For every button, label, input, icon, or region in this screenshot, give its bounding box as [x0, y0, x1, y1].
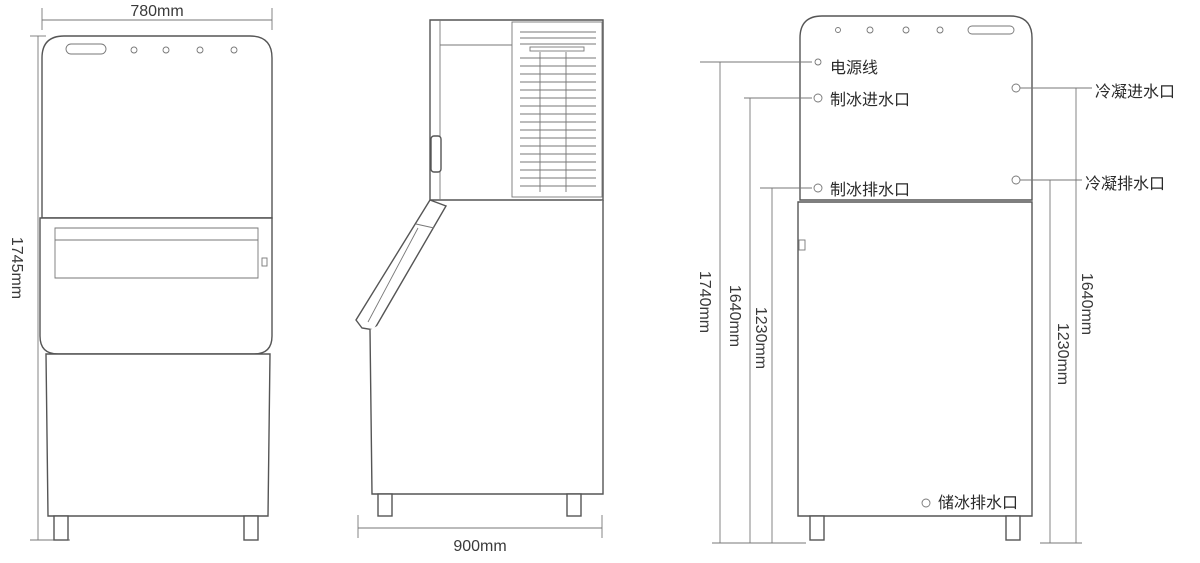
cond-water-inlet-label: 冷凝进水口 [1095, 82, 1175, 101]
ice-water-drain-label: 制冰排水口 [830, 180, 910, 199]
back-drain-height-left-dimension: 1230mm [752, 188, 773, 543]
power-cord-label: 电源线 [830, 58, 878, 77]
side-depth-dimension: 900mm [357, 515, 603, 555]
back-leg-left [809, 515, 825, 541]
back-inlet-height-left-dimension: 1640mm [726, 98, 751, 543]
front-button-4-icon[interactable] [230, 46, 238, 54]
ice-water-inlet-port-icon [813, 93, 823, 103]
side-handle[interactable] [430, 135, 442, 173]
side-depth-label: 900mm [453, 538, 506, 555]
back-inlet-height-left-label: 1640mm [726, 285, 743, 347]
door-latch-icon [261, 257, 268, 267]
back-total-height-dimension: 1740mm [696, 62, 806, 544]
front-view: 780mm 1745mm [8, 3, 273, 541]
front-control-panel [65, 43, 107, 55]
front-width-label: 780mm [130, 3, 183, 20]
power-cord-port-icon [814, 58, 822, 66]
back-drain-height-left-label: 1230mm [752, 307, 769, 369]
front-door[interactable] [39, 217, 273, 355]
front-button-3-icon[interactable] [196, 46, 204, 54]
front-width-dimension: 780mm [41, 3, 273, 30]
ice-water-drain-port-icon [813, 183, 823, 193]
front-button-1-icon[interactable] [130, 46, 138, 54]
front-leg-left [53, 515, 69, 541]
front-storage-bin [45, 353, 271, 517]
storage-drain-port-icon [921, 498, 931, 508]
side-open-door[interactable] [355, 199, 448, 331]
front-height-dimension: 1745mm [8, 35, 70, 541]
front-leg-right [243, 515, 259, 541]
side-leg-left [377, 493, 393, 517]
back-leg-right [1005, 515, 1021, 541]
back-drain-height-right-dimension: 1230mm [1049, 180, 1071, 543]
front-height-label: 1745mm [8, 237, 25, 299]
cond-water-drain-label: 冷凝排水口 [1085, 174, 1165, 193]
side-leg-right [566, 493, 582, 517]
front-button-2-icon[interactable] [162, 46, 170, 54]
back-total-height-label: 1740mm [696, 271, 713, 333]
back-view: 电源线 制冰进水口 制冰排水口 冷凝进水口 冷凝排水口 储冰排水口 1740mm… [696, 15, 1175, 544]
condenser-vent-grille [511, 21, 603, 198]
side-view: 900mm [355, 19, 604, 555]
back-drain-height-right-label: 1230mm [1054, 323, 1071, 385]
back-inlet-height-right-label: 1640mm [1078, 273, 1095, 335]
ice-water-inlet-label: 制冰进水口 [830, 90, 910, 109]
storage-drain-label: 储冰排水口 [938, 493, 1018, 512]
top-connectors [835, 25, 1015, 35]
back-inlet-height-right-dimension: 1640mm [1040, 88, 1095, 544]
